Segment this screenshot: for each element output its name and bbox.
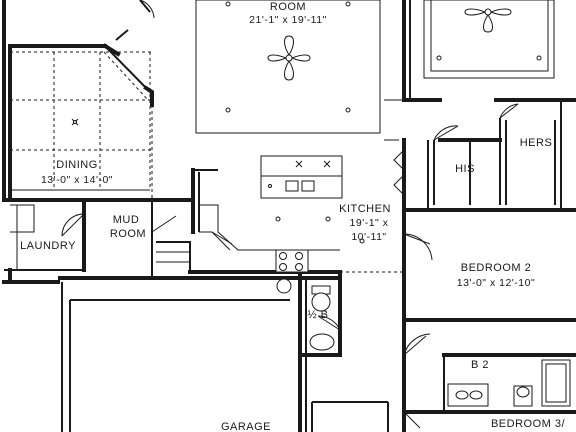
recessed-lights <box>71 1 542 244</box>
great-room-dims: 21'-1" x 19'-11" <box>249 14 327 26</box>
half-bath-name: ½ B <box>307 309 328 321</box>
kitchen-name: KITCHEN <box>339 203 391 215</box>
doors <box>10 0 571 429</box>
bedroom-3-name: BEDROOM 3/ <box>491 418 566 430</box>
garage-name: GARAGE <box>221 421 271 432</box>
mud-room-name-2: ROOM <box>110 228 146 240</box>
dining-name: DINING <box>56 159 98 171</box>
his-closet-name: HIS <box>455 163 475 175</box>
laundry-name: LAUNDRY <box>20 240 76 252</box>
mud-room-name-1: MUD <box>113 214 140 226</box>
kitchen-counters <box>199 204 340 273</box>
ceiling-fan-master <box>464 8 512 33</box>
ceiling-lines <box>10 0 555 273</box>
hers-closet-name: HERS <box>520 137 553 149</box>
dining-dims: 13'-0" x 14'-0" <box>41 174 113 186</box>
bedroom-2-name: BEDROOM 2 <box>461 262 532 274</box>
room-labels: ROOM 21'-1" x 19'-11" DINING 13'-0" x 14… <box>20 1 565 432</box>
kitchen-island <box>260 155 343 199</box>
bath-2-name: B 2 <box>471 359 489 371</box>
ceiling-fan-great-room <box>267 35 311 81</box>
great-room-name: ROOM <box>270 1 306 13</box>
bedroom-2-dims: 13'-0" x 12'-10" <box>457 277 535 289</box>
kitchen-dims-1: 19'-1" x <box>350 217 389 229</box>
kitchen-dims-2: 10'-11" <box>351 231 386 243</box>
